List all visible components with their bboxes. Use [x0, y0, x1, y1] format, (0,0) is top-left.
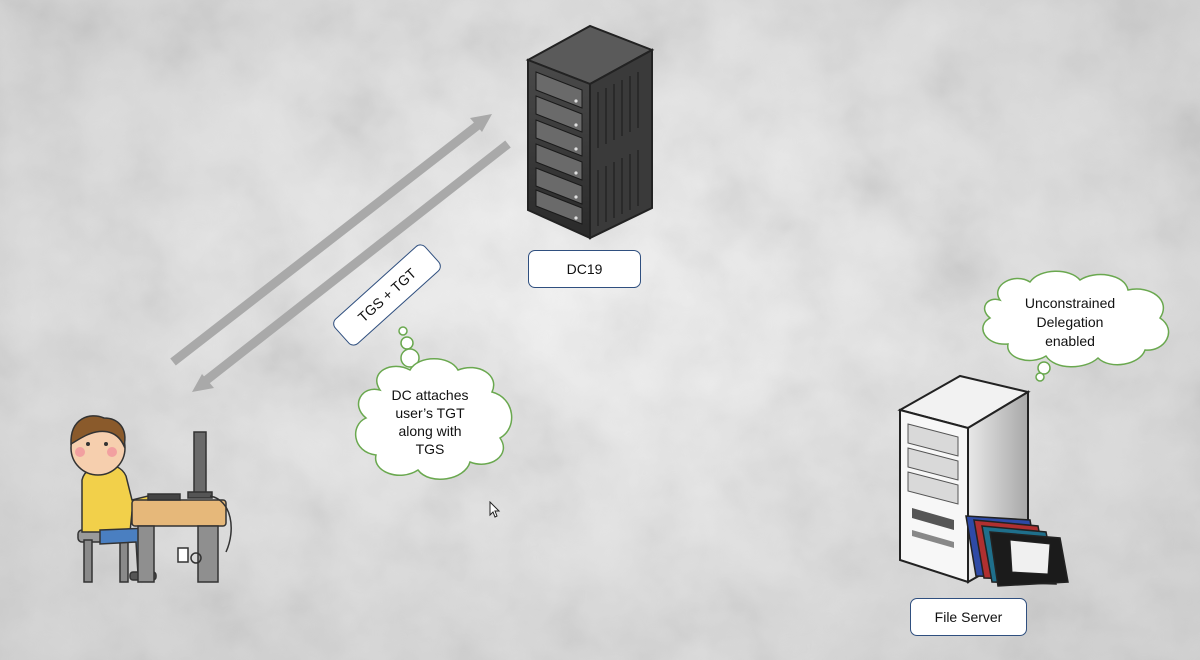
fs-thought-bubble	[982, 270, 1170, 382]
dc-thought-text: DC attaches user’s TGT along with TGS	[370, 386, 490, 458]
dc-thought-line: along with	[398, 423, 462, 439]
file-server-label-text: File Server	[934, 609, 1003, 625]
dc-thought-line: DC attaches	[391, 387, 469, 403]
dc-thought-bubble	[354, 326, 513, 480]
dc-thought-line: user’s TGT	[395, 405, 465, 421]
dc19-label-text: DC19	[566, 261, 603, 277]
mouse-cursor-icon	[489, 501, 501, 518]
fs-thought-line: Unconstrained	[1024, 295, 1116, 311]
response-arrow	[192, 140, 511, 392]
file-server-icon	[897, 374, 1069, 587]
fs-thought-line: enabled	[1045, 333, 1095, 349]
user-at-computer-icon	[70, 415, 232, 583]
server-rack-icon	[525, 24, 655, 240]
request-arrow	[170, 114, 492, 366]
dc-thought-line: TGS	[415, 441, 445, 457]
fs-thought-text: Unconstrained Delegation enabled	[995, 294, 1145, 351]
file-server-label: File Server	[910, 598, 1027, 636]
fs-thought-line: Delegation	[1036, 314, 1104, 330]
dc19-label: DC19	[528, 250, 641, 288]
